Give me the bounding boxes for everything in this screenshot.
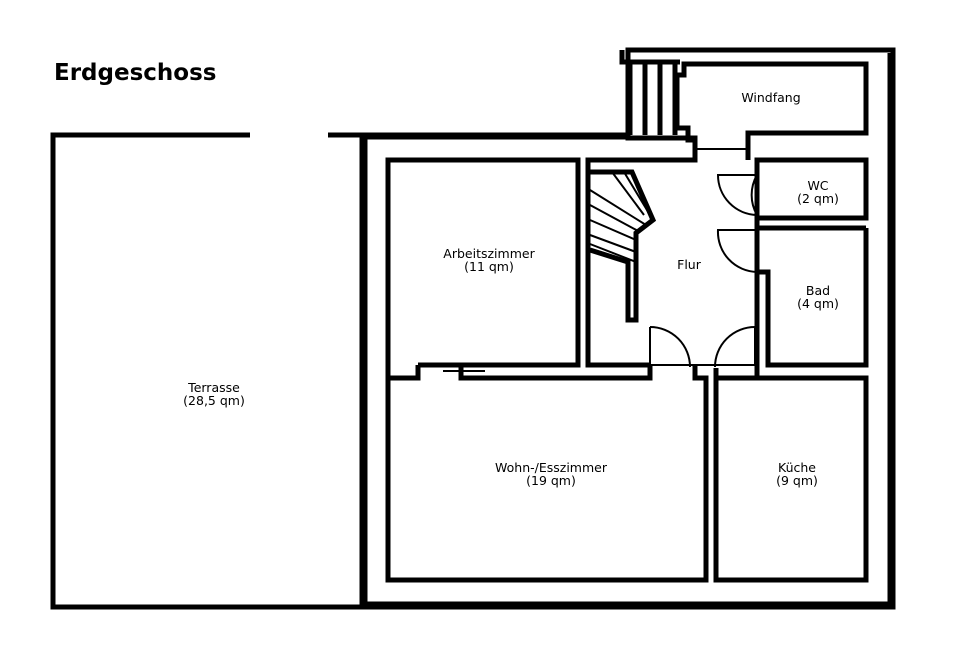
room-name: Flur bbox=[677, 257, 701, 272]
staircase bbox=[589, 169, 657, 323]
room-label-wohnzimmer: Wohn-/Esszimmer (19 qm) bbox=[495, 461, 607, 487]
inner-outer-wall bbox=[362, 53, 893, 607]
windfang-wall bbox=[674, 61, 869, 160]
room-name: Terrasse bbox=[188, 380, 240, 395]
room-name: Windfang bbox=[741, 90, 801, 105]
room-area: (19 qm) bbox=[526, 473, 576, 488]
wohnzimmer-top-wall bbox=[458, 365, 653, 381]
room-name: Wohn-/Esszimmer bbox=[495, 460, 607, 475]
room-name: Küche bbox=[778, 460, 816, 475]
room-area: (2 qm) bbox=[797, 191, 839, 206]
room-area: (28,5 qm) bbox=[183, 393, 245, 408]
room-area: (11 qm) bbox=[464, 259, 514, 274]
flur-doors bbox=[649, 174, 758, 368]
wohnzimmer-wall bbox=[385, 365, 709, 583]
bad-wall bbox=[757, 228, 869, 368]
room-label-kueche: Küche (9 qm) bbox=[776, 461, 818, 487]
terrasse-outline bbox=[50, 132, 365, 610]
page-title: Erdgeschoss bbox=[54, 60, 217, 86]
room-name: Arbeitszimmer bbox=[443, 246, 535, 261]
room-label-terrasse: Terrasse (28,5 qm) bbox=[183, 381, 245, 407]
room-label-arbeitszimmer: Arbeitszimmer (11 qm) bbox=[443, 247, 534, 273]
room-area: (4 qm) bbox=[797, 296, 839, 311]
wc-wall bbox=[754, 157, 869, 221]
room-label-flur: Flur bbox=[677, 258, 701, 271]
north-wall bbox=[365, 134, 698, 368]
room-label-bad: Bad (4 qm) bbox=[797, 284, 839, 310]
room-name: WC bbox=[807, 178, 829, 193]
room-name: Bad bbox=[805, 283, 831, 298]
entrance-stairs bbox=[619, 50, 680, 135]
room-label-wc: WC (2 qm) bbox=[797, 179, 839, 205]
room-label-windfang: Windfang bbox=[741, 91, 800, 104]
kueche-wall bbox=[713, 368, 869, 583]
room-area: (9 qm) bbox=[776, 473, 818, 488]
